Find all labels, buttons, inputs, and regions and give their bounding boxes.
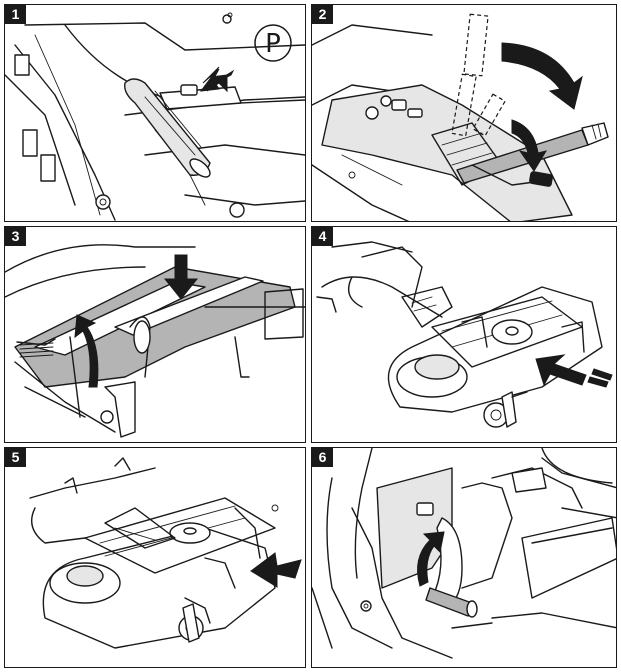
step-4-panel: 4 <box>311 226 617 443</box>
lift-lever-illustration <box>5 244 305 438</box>
lever-release-illustration <box>312 13 609 221</box>
parking-brake-illustration: P <box>5 12 305 221</box>
step-6-panel: 6 <box>311 447 617 668</box>
step-3-panel: 3 <box>4 226 306 443</box>
step-number-badge: 4 <box>312 227 333 246</box>
step-number-badge: 3 <box>5 227 26 246</box>
deck-position-illustration <box>29 457 302 649</box>
step-2-panel: 2 <box>311 4 617 222</box>
step-number-badge: 2 <box>312 5 333 24</box>
lever-engage-illustration <box>312 448 616 659</box>
step-number-badge: 5 <box>5 448 26 467</box>
step-number-badge: 1 <box>5 5 26 24</box>
step-5-panel: 5 <box>4 447 306 668</box>
step-number-badge: 6 <box>312 448 333 467</box>
parking-symbol-label: P <box>265 29 281 59</box>
step-1-panel: 1 P <box>4 4 306 222</box>
deck-slide-illustration <box>316 241 613 428</box>
